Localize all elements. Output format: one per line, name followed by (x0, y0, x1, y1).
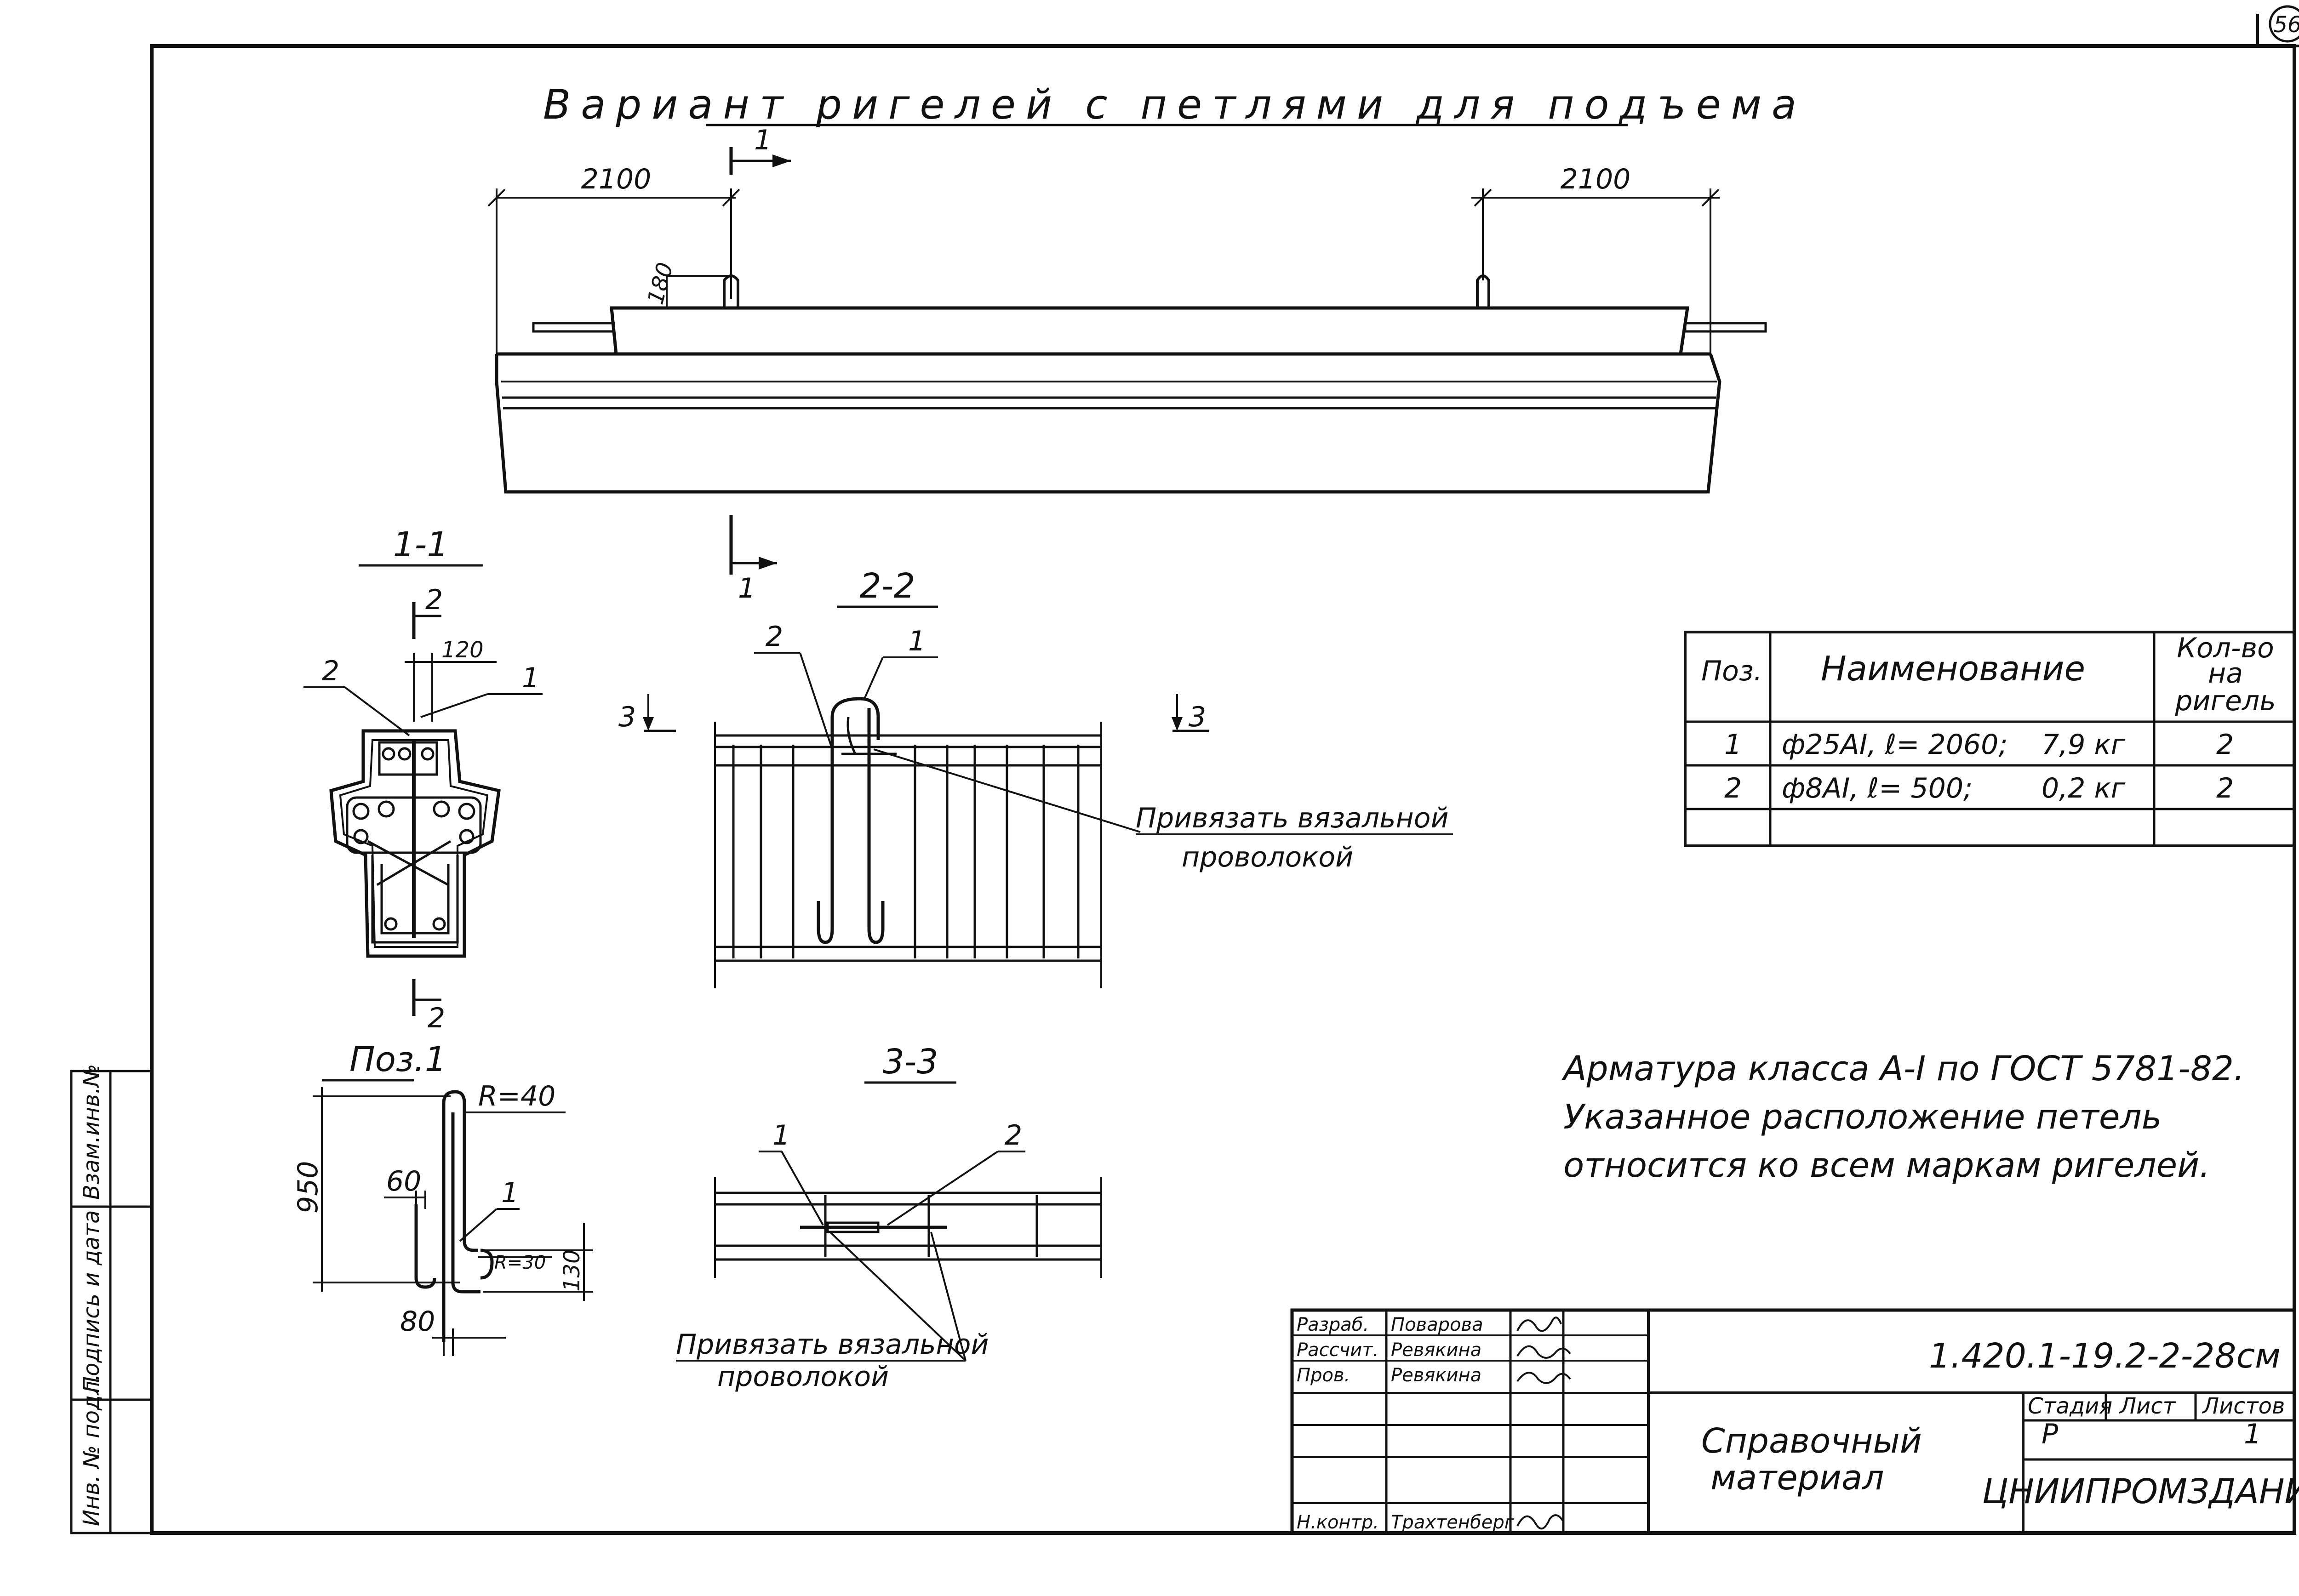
table-header-qty-3: ригель (2174, 685, 2276, 717)
dim-80: 80 (400, 1305, 435, 1338)
signature-1 (1516, 1317, 1562, 1332)
signature-3 (1516, 1372, 1571, 1384)
tb-sheet-label: Лист (2119, 1393, 2177, 1419)
side-stamp: Инв. № подл. Подпись и дата Взам.инв.№ (70, 1064, 153, 1534)
table-row-1-qty: 2 (2216, 729, 2234, 761)
table-row-2-name: ф8АI, ℓ= 500; (1782, 772, 1973, 804)
dim-loop-height: 180 (642, 260, 678, 307)
spec-table: Поз. Наименование Кол-во на ригель 1 ф25… (1684, 631, 2296, 847)
section-1-1-pos2: 2 (322, 655, 339, 687)
table-header-qty-2: на (2208, 657, 2243, 690)
dim-120: 120 (441, 637, 484, 663)
drawing-title: Вариант ригелей с петлями для подъема (543, 81, 1807, 128)
section-2-2-pos2: 2 (766, 621, 783, 653)
signature-4 (1516, 1514, 1564, 1530)
tb-role-7: Н.контр. (1297, 1512, 1379, 1533)
tb-stage-label: Стадия (2028, 1393, 2112, 1419)
signature-2 (1516, 1345, 1571, 1359)
tb-name-2: Ревякина (1391, 1340, 1481, 1361)
note-line-3: относится ко всем маркам ригелей. (1563, 1146, 2210, 1185)
table-header-qty-1: Кол-во (2177, 632, 2274, 664)
section-mark-top: 1 (754, 124, 772, 156)
general-notes: Арматура класса А-I по ГОСТ 5781-82. Ука… (1561, 1049, 2245, 1185)
section-1-1-cut-top: 2 (425, 584, 443, 616)
tb-sheets-label: Листов (2202, 1393, 2285, 1419)
tb-name-3: Ревякина (1391, 1365, 1481, 1386)
tb-stage: Р (2042, 1418, 2059, 1450)
pos1-radius-small: R=30 (494, 1252, 546, 1273)
section-3-3-note-line2: проволокой (717, 1361, 889, 1393)
dim-right: 2100 (1561, 163, 1631, 195)
pos1-title: Поз.1 (349, 1040, 446, 1079)
dim-60: 60 (386, 1165, 421, 1197)
table-header-pos: Поз. (1701, 655, 1762, 687)
tb-organization: ЦНИИПРОМЗДАНИЙ (1982, 1471, 2299, 1511)
section-2-2-pos1: 1 (908, 625, 926, 657)
section-2-2: 2-2 3 3 2 1 (618, 566, 1453, 988)
sheet-number-circle (2269, 5, 2299, 43)
table-row-1-pos: 1 (1724, 729, 1742, 761)
side-stamp-replace: Взам.инв.№ (79, 1064, 104, 1200)
sheet-number: 56 (2273, 12, 2299, 38)
section-3-3-pos2: 2 (1005, 1119, 1022, 1151)
section-3-3-note-line1: Привязать вязальной (676, 1328, 989, 1361)
tb-role-3: Пров. (1297, 1365, 1350, 1386)
side-stamp-sign: Подпись и дата (79, 1210, 104, 1393)
section-3-3-pos1: 1 (772, 1119, 790, 1151)
tb-doc-title-2: материал (1710, 1458, 1884, 1498)
table-row-1-mass: 7,9 кг (2042, 729, 2126, 761)
section-2-2-cut-right: 3 (1189, 701, 1206, 733)
dim-130: 130 (559, 1249, 585, 1292)
dim-950: 950 (292, 1161, 324, 1214)
tb-name-1: Поварова (1391, 1314, 1483, 1335)
pos1-pos: 1 (501, 1177, 519, 1209)
tb-sheets-total: 1 (2244, 1418, 2261, 1450)
section-3-3-title: 3-3 (883, 1042, 938, 1082)
section-1-1: 1-1 2 2 120 2 1 (303, 525, 543, 1034)
section-1-1-title: 1-1 (393, 525, 449, 564)
table-header-name: Наименование (1821, 649, 2085, 689)
table-row-2-mass: 0,2 кг (2042, 772, 2126, 804)
table-row-2-pos: 2 (1724, 772, 1742, 804)
note-line-1: Арматура класса А-I по ГОСТ 5781-82. (1561, 1049, 2245, 1089)
title-block: Разраб. Поварова Рассчит. Ревякина Пров.… (1290, 1308, 2299, 1535)
side-stamp-inv: Инв. № подл. (79, 1374, 104, 1526)
dim-left: 2100 (581, 163, 652, 195)
pos1-detail: Поз.1 950 R=40 60 1 R=30 130 80 (292, 1040, 593, 1356)
section-1-1-cut-bottom: 2 (428, 1002, 445, 1034)
section-2-2-note-line1: Привязать вязальной (1136, 802, 1448, 834)
tb-name-7: Трахтенберг (1391, 1512, 1515, 1533)
table-row-1-name: ф25АI, ℓ= 2060; (1782, 729, 2008, 761)
section-3-3: 3-3 1 2 Привязать вязальной проволокой (676, 1042, 1102, 1393)
tb-role-1: Разраб. (1297, 1314, 1369, 1335)
tb-doc-title-1: Справочный (1701, 1421, 1922, 1461)
section-1-1-pos1: 1 (522, 662, 539, 694)
section-2-2-title: 2-2 (860, 566, 915, 606)
beam-elevation: 2100 2100 180 1 1 (487, 124, 1767, 604)
pos1-radius: R=40 (478, 1080, 555, 1112)
section-2-2-note-line2: проволокой (1182, 841, 1353, 873)
section-2-2-cut-left: 3 (618, 701, 636, 733)
tb-role-2: Рассчит. (1297, 1340, 1378, 1361)
table-row-2-qty: 2 (2216, 772, 2234, 804)
tb-designation: 1.420.1-19.2-2-28см (1929, 1336, 2281, 1376)
section-mark-bottom: 1 (738, 572, 755, 604)
note-line-2: Указанное расположение петель (1563, 1097, 2162, 1137)
